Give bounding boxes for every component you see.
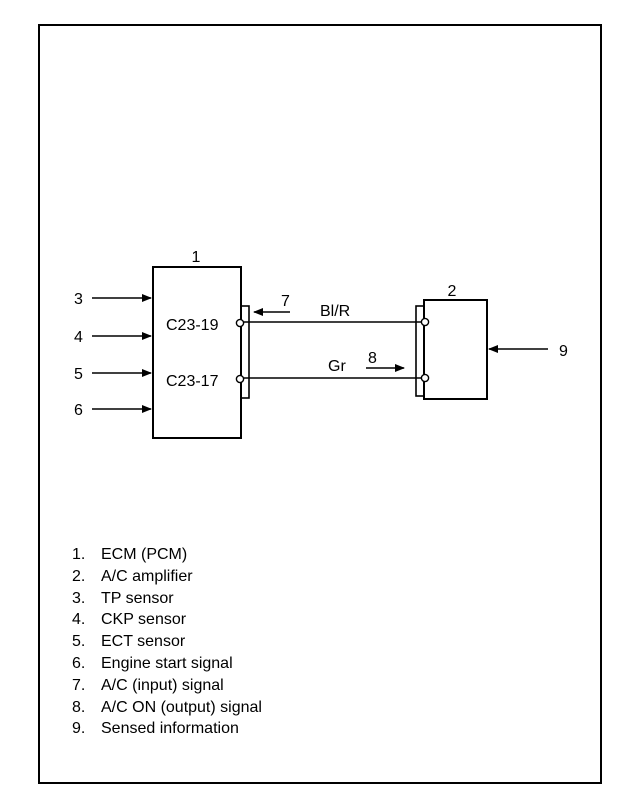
pin-label-lower: C23-17	[166, 373, 219, 390]
legend-item: 8. A/C ON (output) signal	[72, 697, 262, 719]
legend-item: 9. Sensed information	[72, 718, 262, 740]
legend-item: 2. A/C amplifier	[72, 566, 262, 588]
legend-text: ECT sensor	[101, 633, 186, 651]
ecm-number: 1	[192, 249, 201, 266]
legend-number: 7.	[72, 676, 86, 694]
input-label-4: 4	[74, 329, 83, 346]
ecm-terminal-upper	[235, 318, 245, 328]
legend-text: Engine start signal	[101, 654, 233, 672]
legend-number: 6.	[72, 654, 86, 672]
legend-number: 8.	[72, 698, 86, 716]
legend-item: 5. ECT sensor	[72, 631, 262, 653]
legend-number: 9.	[72, 720, 86, 738]
legend-list: 1.ECM (PCM) 2.A/C amplifier 3.TP sensor …	[72, 544, 262, 740]
legend-item: 3. TP sensor	[72, 588, 262, 610]
legend-text: A/C amplifier	[101, 567, 193, 585]
legend-text: Sensed information	[101, 720, 239, 738]
ecm-box	[152, 266, 242, 439]
legend-text: ECM (PCM)	[101, 546, 188, 563]
amp-connector	[415, 305, 425, 397]
amp-number: 2	[448, 283, 457, 300]
ecm-terminal-lower	[235, 374, 245, 384]
legend-number: 5.	[72, 633, 86, 651]
ac-amplifier-box	[423, 299, 488, 400]
diagram-frame	[38, 24, 602, 784]
amp-terminal-lower	[420, 373, 430, 383]
legend-text: CKP sensor	[101, 611, 187, 629]
input-label-3: 3	[74, 291, 83, 308]
ecm-connector	[240, 305, 250, 399]
input-label-6: 6	[74, 402, 83, 419]
legend-item: 1. ECM (PCM)	[72, 544, 262, 566]
legend-item: 7. A/C (input) signal	[72, 675, 262, 697]
legend-number: 3.	[72, 589, 86, 607]
input-label-5: 5	[74, 366, 83, 383]
signal-label-8: 8	[368, 350, 377, 367]
legend-number: 1.	[72, 546, 86, 563]
amp-terminal-upper	[420, 317, 430, 327]
wire-label-upper: Bl/R	[320, 303, 350, 320]
legend-item: 4. CKP sensor	[72, 609, 262, 631]
legend-text: A/C (input) signal	[101, 676, 224, 694]
legend-item: 6. Engine start signal	[72, 653, 262, 675]
wire-label-lower: Gr	[328, 358, 346, 375]
signal-label-9: 9	[559, 343, 568, 360]
legend-text: TP sensor	[101, 589, 174, 607]
legend-number: 2.	[72, 567, 86, 585]
pin-label-upper: C23-19	[166, 317, 219, 334]
legend-number: 4.	[72, 611, 86, 629]
signal-label-7: 7	[281, 293, 290, 310]
legend-text: A/C ON (output) signal	[101, 698, 262, 716]
